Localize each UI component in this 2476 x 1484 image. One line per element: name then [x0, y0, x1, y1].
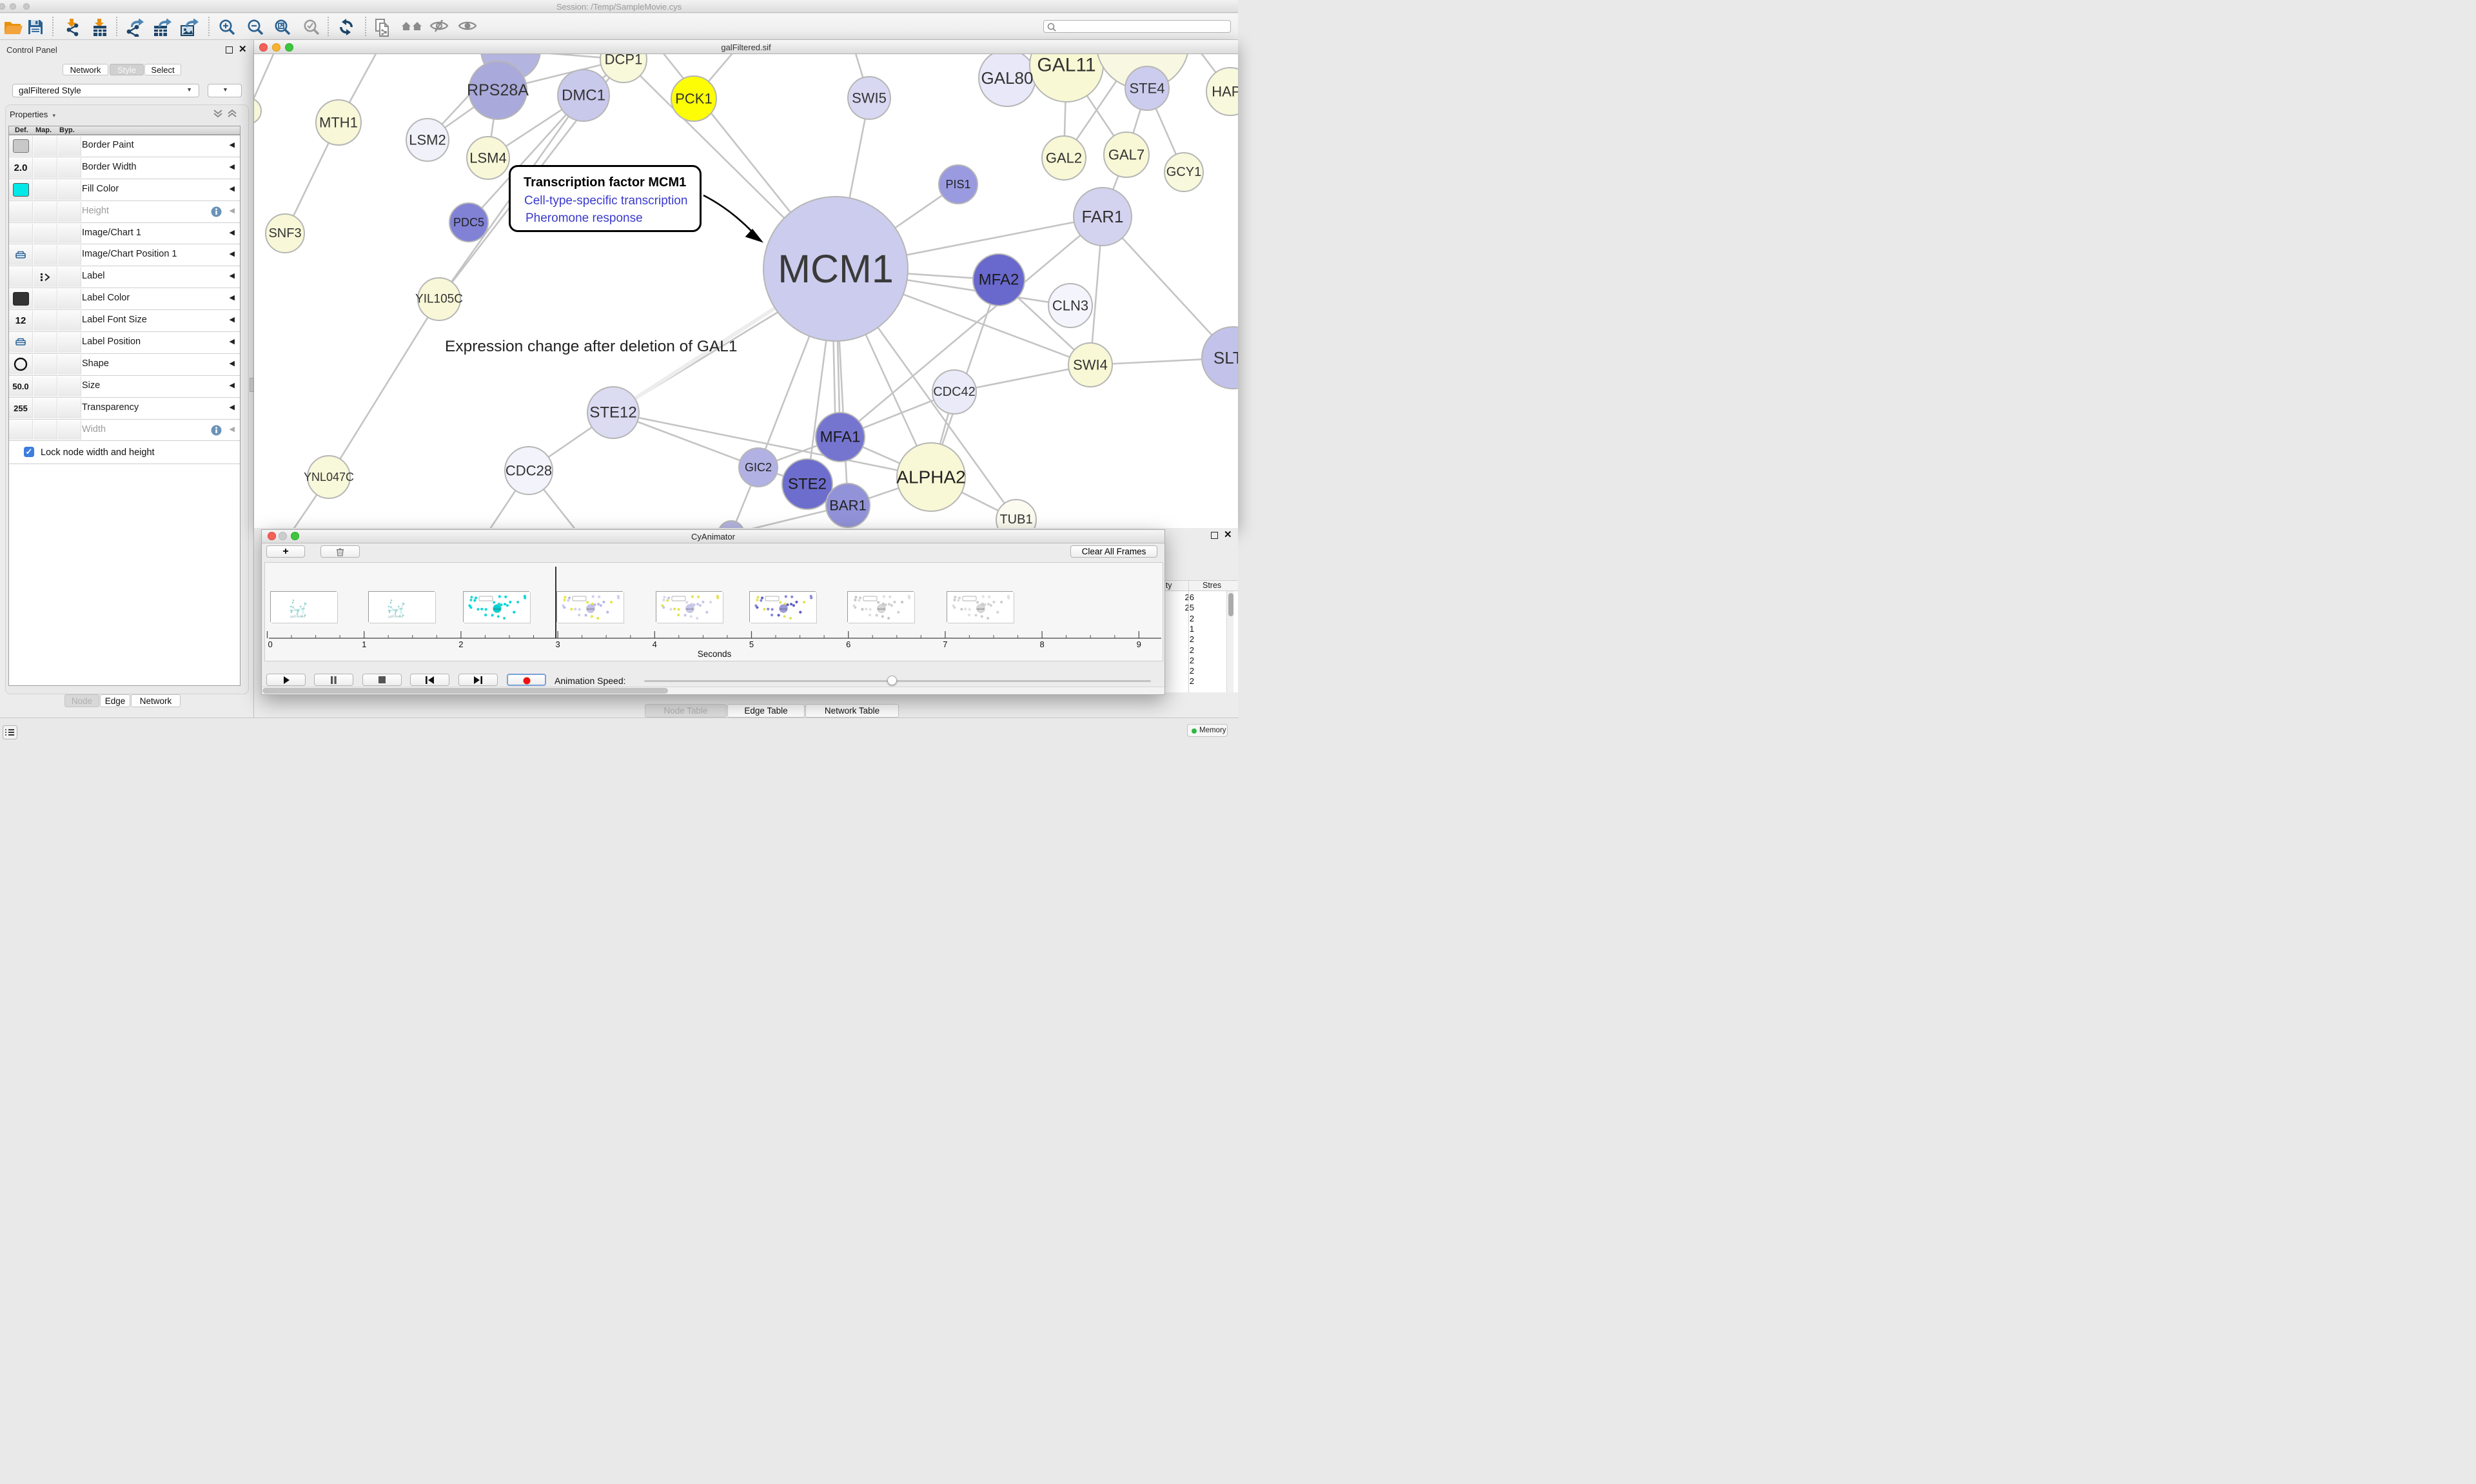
- svg-text:PIS1: PIS1: [945, 178, 970, 191]
- svg-text:7: 7: [943, 639, 947, 649]
- svg-text:ALPHA2: ALPHA2: [896, 467, 965, 487]
- svg-text:4: 4: [653, 639, 657, 649]
- svg-text:LSM2: LSM2: [409, 132, 446, 148]
- svg-text:STE12: STE12: [589, 404, 636, 422]
- svg-text:0: 0: [268, 639, 273, 649]
- svg-text:TUB1: TUB1: [999, 513, 1032, 527]
- svg-text:6: 6: [846, 639, 850, 649]
- svg-text:PDC5: PDC5: [453, 216, 484, 229]
- svg-text:CDC42: CDC42: [933, 385, 976, 399]
- svg-text:GCY1: GCY1: [1166, 165, 1201, 179]
- svg-text:RPS28A: RPS28A: [467, 81, 529, 99]
- svg-text:2: 2: [458, 639, 463, 649]
- svg-text:MFA2: MFA2: [979, 271, 1019, 289]
- svg-text:MCM1: MCM1: [780, 607, 788, 610]
- svg-text:DMC1: DMC1: [562, 87, 605, 104]
- svg-text:3: 3: [555, 639, 560, 649]
- svg-text:MFA1: MFA1: [820, 429, 861, 446]
- svg-text:MCM1: MCM1: [493, 607, 502, 610]
- svg-text:CDC28: CDC28: [506, 463, 552, 479]
- svg-text:GAL2: GAL2: [1046, 150, 1082, 166]
- svg-text:MCM1: MCM1: [878, 607, 886, 610]
- svg-text:GAL7: GAL7: [1108, 147, 1145, 163]
- svg-text:DCP1: DCP1: [605, 54, 643, 68]
- svg-text:HAP2: HAP2: [1212, 84, 1238, 100]
- svg-text:GAL11: GAL11: [1037, 55, 1096, 76]
- svg-text:5: 5: [749, 639, 754, 649]
- svg-text:CLN3: CLN3: [1052, 298, 1088, 314]
- svg-text:GAL80: GAL80: [981, 68, 1034, 88]
- svg-text:SWI4: SWI4: [1073, 357, 1108, 373]
- svg-text:MCM1: MCM1: [587, 607, 595, 610]
- svg-text:PCK1: PCK1: [675, 91, 712, 107]
- svg-text:galFiltered: galFiltered: [388, 615, 404, 619]
- svg-text:SLT2: SLT2: [1213, 348, 1238, 367]
- svg-text:STE4: STE4: [1129, 81, 1164, 97]
- svg-text:GIC2: GIC2: [745, 461, 772, 474]
- svg-text:8: 8: [1039, 639, 1044, 649]
- svg-text:YIL105C: YIL105C: [415, 293, 463, 306]
- svg-text:YNL047C: YNL047C: [304, 471, 354, 483]
- svg-text:9: 9: [1137, 639, 1141, 649]
- svg-text:MTH1: MTH1: [319, 115, 358, 131]
- svg-text:FAR1: FAR1: [1081, 207, 1123, 226]
- svg-text:MCM1: MCM1: [977, 607, 985, 610]
- svg-text:LSM4: LSM4: [469, 150, 506, 166]
- svg-text:MCM1: MCM1: [778, 247, 894, 291]
- svg-text:1: 1: [362, 639, 366, 649]
- svg-text:MCM1: MCM1: [686, 607, 694, 610]
- svg-text:SNF3: SNF3: [268, 226, 301, 240]
- svg-text:galFiltered: galFiltered: [290, 615, 306, 619]
- svg-text:STE2: STE2: [788, 476, 827, 493]
- svg-text:BAR1: BAR1: [829, 498, 866, 514]
- svg-text:SWI5: SWI5: [852, 90, 887, 106]
